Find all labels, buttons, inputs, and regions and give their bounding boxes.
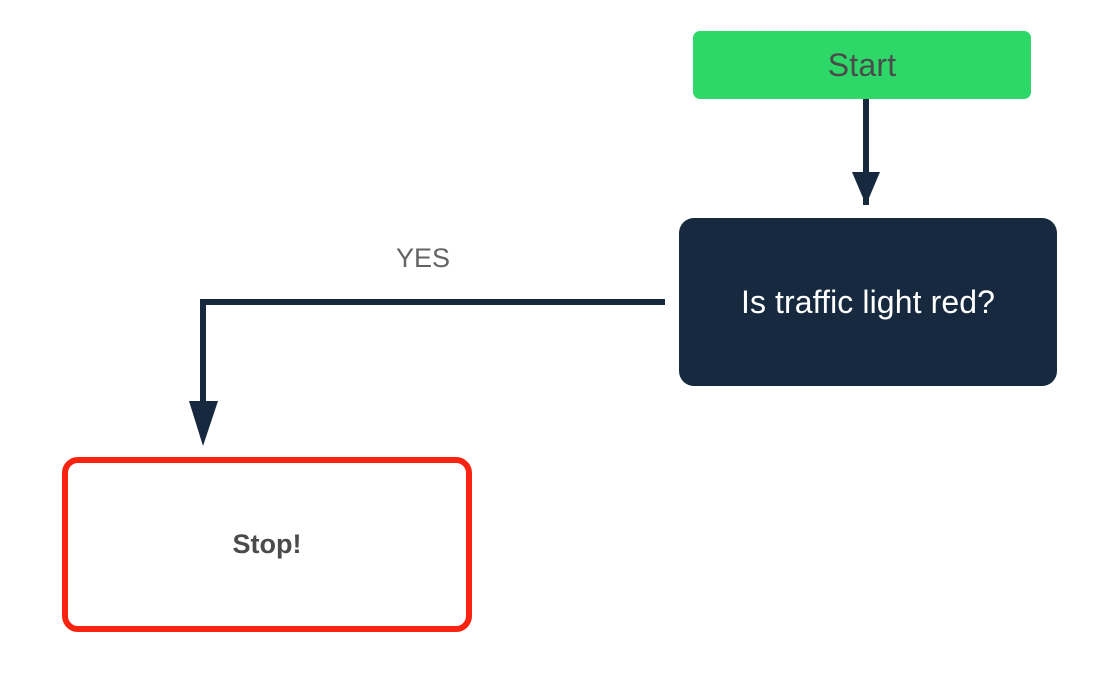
node-start-label: Start [827,47,897,83]
edge-decision-to-stop-shaft [200,299,665,410]
edge-decision-to-stop [189,299,665,446]
edge-decision-to-stop-arrowhead [189,401,218,446]
node-decision-label: Is traffic light red? [740,284,996,320]
node-start[interactable]: Start [693,31,1031,99]
node-stop-label: Stop! [232,529,302,559]
node-decision-traffic-light[interactable]: Is traffic light red? [679,218,1057,386]
edge-label-yes: YES [396,243,451,273]
node-stop[interactable]: Stop! [62,457,472,632]
edge-start-to-decision-arrowhead [852,172,880,205]
edge-start-to-decision [852,99,880,205]
